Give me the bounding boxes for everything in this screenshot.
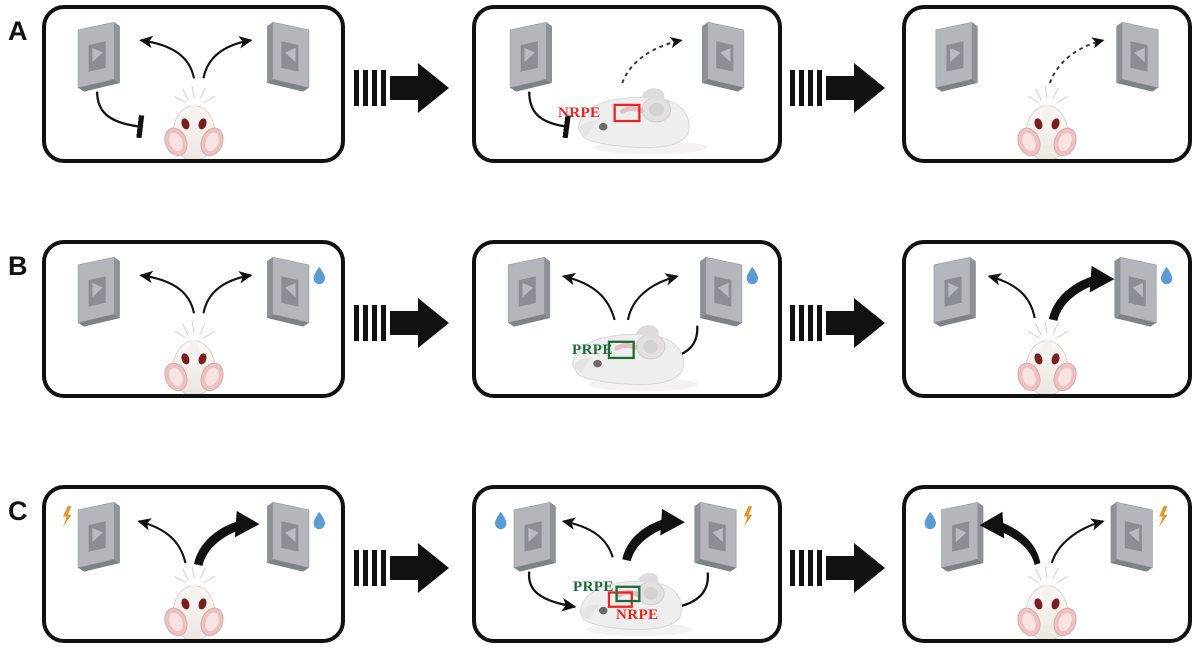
brain-box-prpe-c2 xyxy=(615,585,641,603)
brain-box-prpe-b2 xyxy=(607,340,635,360)
right-screen-b3[interactable] xyxy=(1114,256,1157,327)
choice-arrow-right-b1 xyxy=(202,271,253,314)
inhibition-arrow-a1 xyxy=(96,91,141,127)
choice-arrow-left-b2 xyxy=(561,272,616,321)
rpe-label-nrpe-a2: NRPE xyxy=(558,105,601,121)
feedback-arrow-c2 xyxy=(527,571,577,612)
brain-box-nrpe-c2 xyxy=(607,591,633,608)
left-screen-b3[interactable] xyxy=(933,256,976,327)
right-screen-a2[interactable] xyxy=(702,21,745,92)
choice-arrow-left-bold-c3 xyxy=(979,511,1041,565)
panel-c1-scene xyxy=(62,501,325,639)
choice-arrow-right-dashed-a3 xyxy=(1048,37,1105,84)
mouse-side-profile-a2 xyxy=(578,88,708,155)
choice-arrow-left-b1 xyxy=(139,270,196,314)
figure-row-c: C xyxy=(0,480,1200,655)
mouse-side-profile-b2 xyxy=(572,325,699,392)
water-drop-icon-b2 xyxy=(746,266,759,285)
mouse-top-down-c1 xyxy=(164,565,224,639)
lightning-icon-c2 xyxy=(743,506,753,527)
mouse-top-down-b1 xyxy=(164,320,224,394)
rpe-label-prpe-c2: PRPE xyxy=(573,579,614,595)
choice-arrow-left-c2 xyxy=(561,517,614,558)
transition-arrow-b-2 xyxy=(788,295,888,351)
panel-a3[interactable] xyxy=(902,5,1192,163)
panel-c3-scene xyxy=(924,501,1168,639)
panel-c1[interactable] xyxy=(42,485,345,643)
panel-a3-scene xyxy=(935,21,1159,159)
transition-arrow-c-1 xyxy=(352,540,452,596)
right-screen-c1[interactable] xyxy=(267,501,310,572)
figure-row-a: A xyxy=(0,0,1200,175)
panel-a1[interactable] xyxy=(42,5,345,163)
rpe-label-nrpe-c2: NRPE xyxy=(616,607,659,623)
left-screen-a3[interactable] xyxy=(935,21,978,92)
left-screen-b2[interactable] xyxy=(507,256,551,327)
water-drop-icon-b1 xyxy=(313,266,325,285)
water-drop-icon-c2 xyxy=(495,511,507,530)
rpe-label-prpe-b2: PRPE xyxy=(572,342,613,358)
panel-a1-scene xyxy=(77,21,310,159)
choice-arrow-right-a1 xyxy=(202,36,253,79)
panel-b3[interactable] xyxy=(902,240,1192,398)
panel-b3-scene xyxy=(933,256,1173,394)
right-screen-a3[interactable] xyxy=(1116,21,1159,92)
left-screen-c3[interactable] xyxy=(941,501,984,572)
left-screen-c2[interactable] xyxy=(513,501,556,572)
right-screen-c3[interactable] xyxy=(1110,501,1153,572)
water-drop-icon-c3 xyxy=(924,511,936,530)
mouse-top-down-b3 xyxy=(1017,320,1077,394)
transition-arrow-a-2 xyxy=(788,60,888,116)
row-label-c: C xyxy=(8,496,28,526)
mouse-side-profile-c2 xyxy=(580,572,693,637)
inhibition-arrow-a2 xyxy=(528,91,567,127)
panel-c2[interactable]: PRPE NRPE xyxy=(472,485,782,643)
right-screen-b1[interactable] xyxy=(267,256,310,327)
mouse-top-down-a3 xyxy=(1017,85,1077,159)
choice-arrow-right-c3 xyxy=(1050,518,1105,564)
panel-c3[interactable] xyxy=(902,485,1192,643)
panel-a2-scene xyxy=(509,21,745,155)
lightning-icon-c1 xyxy=(62,506,72,527)
mouse-top-down-a1 xyxy=(164,85,224,159)
choice-arrow-right-bold-c2 xyxy=(622,508,685,562)
figure-row-b: B xyxy=(0,235,1200,410)
transition-arrow-c-2 xyxy=(788,540,888,596)
panel-b2-scene xyxy=(507,256,759,392)
brain-box-nrpe-a2 xyxy=(613,103,641,123)
right-screen-a1[interactable] xyxy=(267,21,310,92)
panel-c2-scene xyxy=(495,501,753,637)
left-screen-a1[interactable] xyxy=(77,21,120,92)
right-screen-b2[interactable] xyxy=(700,256,743,327)
left-screen-c1[interactable] xyxy=(77,501,120,572)
left-screen-a2[interactable] xyxy=(509,21,552,92)
water-drop-icon-c1 xyxy=(313,511,325,530)
row-label-b: B xyxy=(8,251,28,281)
choice-arrow-right-bold-c1 xyxy=(193,510,260,566)
left-screen-b1[interactable] xyxy=(77,256,120,327)
panel-b1[interactable] xyxy=(42,240,345,398)
lightning-icon-c3 xyxy=(1159,506,1168,527)
panel-b1-scene xyxy=(77,256,325,394)
choice-arrow-left-c1 xyxy=(137,518,187,564)
transition-arrow-a-1 xyxy=(352,60,452,116)
panel-a2[interactable]: NRPE xyxy=(472,5,782,163)
panel-b2[interactable]: PRPE xyxy=(472,240,782,398)
transition-arrow-b-1 xyxy=(352,295,452,351)
water-drop-icon-b3 xyxy=(1160,266,1173,285)
choice-arrow-left-a1 xyxy=(139,35,196,79)
choice-arrow-right-bold-b3 xyxy=(1048,265,1115,321)
right-screen-c2[interactable] xyxy=(694,501,737,572)
choice-arrow-right-b2 xyxy=(626,273,679,321)
mouse-top-down-c3 xyxy=(1017,565,1077,639)
choice-arrow-right-dashed-a2 xyxy=(621,37,683,84)
choice-arrow-left-b3 xyxy=(987,273,1036,319)
row-label-a: A xyxy=(8,16,28,46)
